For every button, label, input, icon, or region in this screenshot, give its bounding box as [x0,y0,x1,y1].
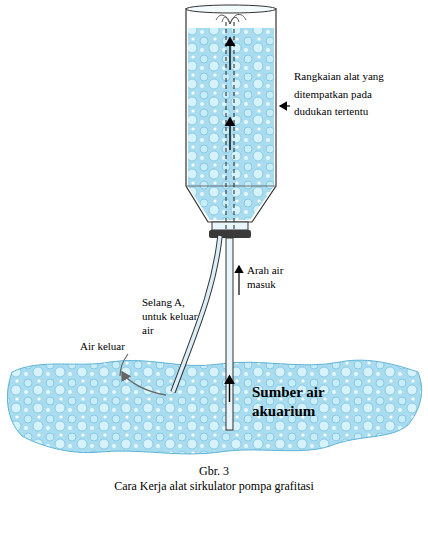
hose-label: Selang A, untuk keluar air [142,296,200,337]
water-source-label: Sumber air akuarium [252,383,362,421]
outflow-label: Air keluar [80,340,150,354]
figure-caption: Cara Kerja alat sirkulator pompa grafita… [0,479,428,494]
figure-number: Gbr. 3 [0,464,428,479]
callout-label: Rangkaian alat yang ditempatkan pada dud… [294,68,394,121]
flow-label: Arah air masuk [247,264,307,292]
